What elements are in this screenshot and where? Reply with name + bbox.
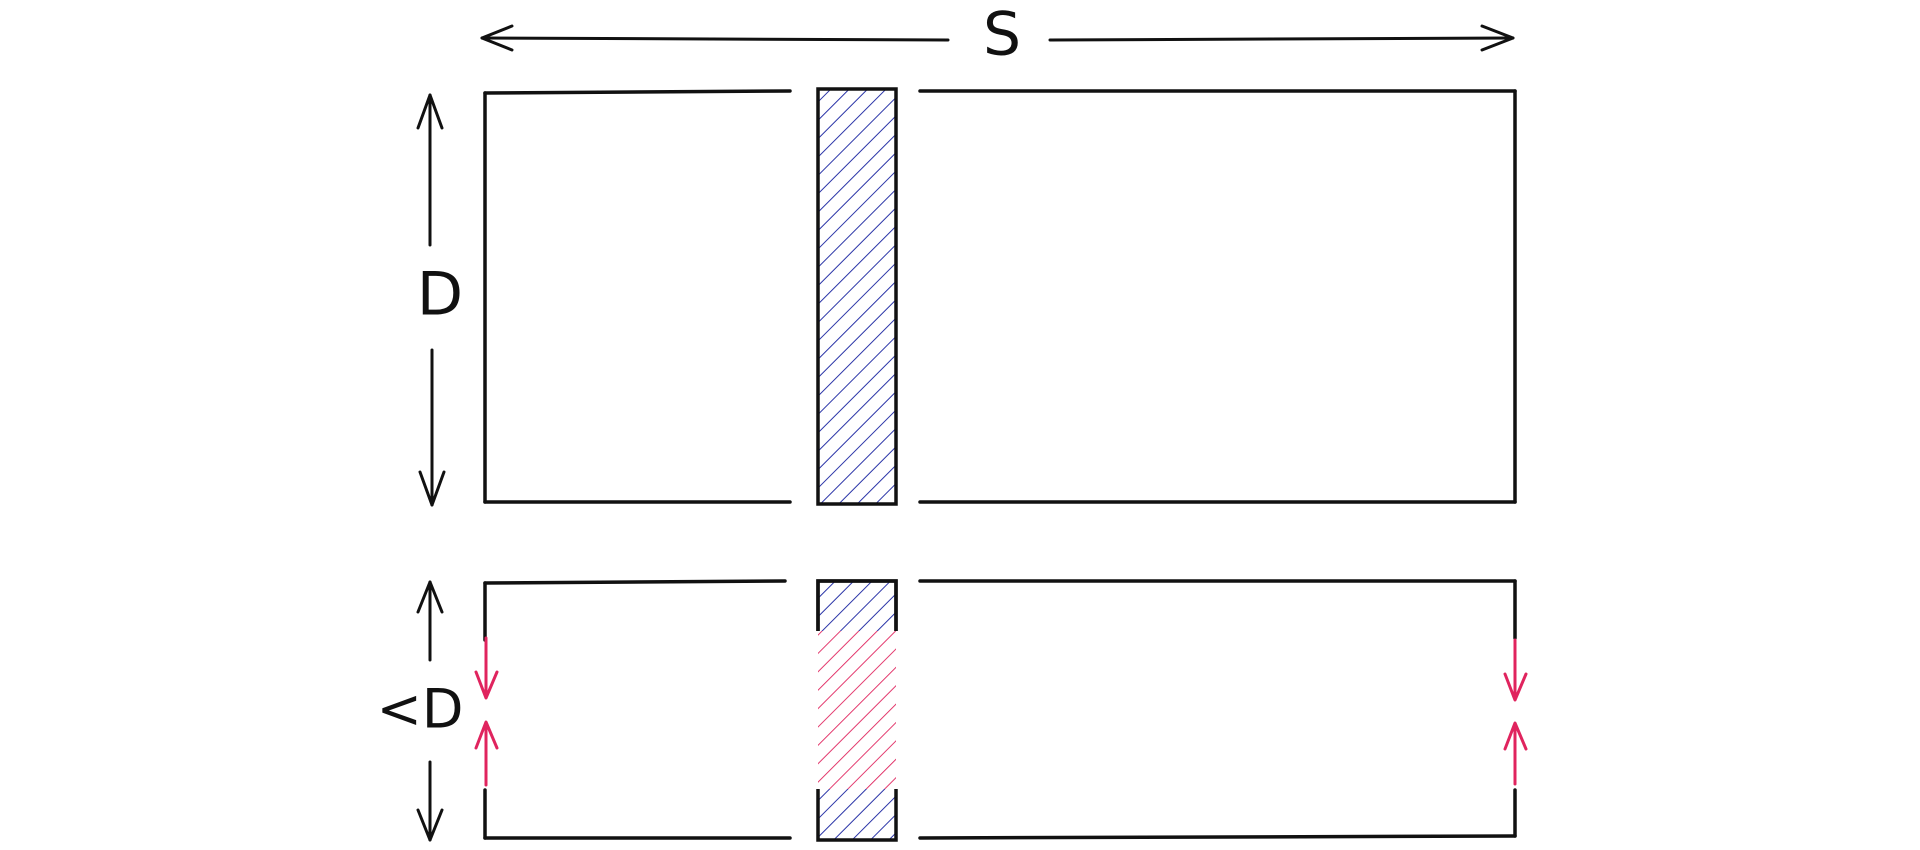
selected-column-top-kept — [818, 581, 896, 631]
shrink-arrows-right — [1503, 638, 1528, 786]
reduced-matrix-frame — [483, 579, 1517, 840]
reduced-height-dimension-arrow — [416, 580, 444, 842]
selected-column-reduced-outline — [816, 579, 898, 842]
height-label-d: D — [417, 260, 463, 330]
shrink-arrows-left — [474, 636, 499, 787]
full-matrix-frame — [483, 89, 1517, 504]
width-dimension-arrow — [480, 24, 1515, 52]
selected-column-full — [818, 89, 896, 504]
selected-column-full-outline — [816, 87, 898, 506]
height-dimension-arrow — [416, 93, 446, 507]
selected-column-removed-section — [818, 631, 896, 789]
reduced-height-label: <D — [377, 678, 464, 741]
selected-column-bottom-kept — [818, 789, 896, 840]
width-label-s: S — [983, 0, 1021, 70]
